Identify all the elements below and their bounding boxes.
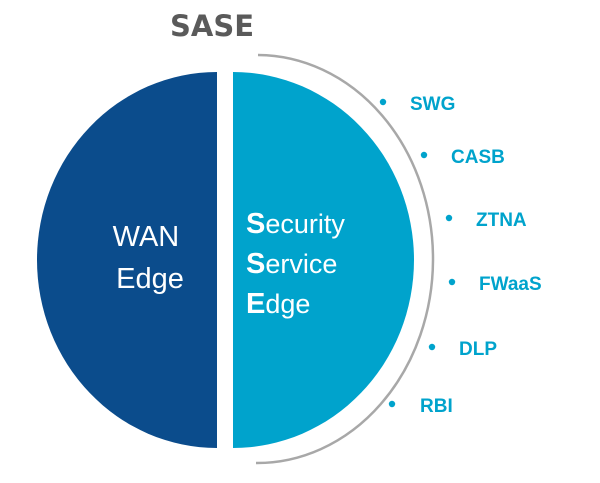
wan-edge-line-1: WAN <box>113 221 180 253</box>
component-ztna: ZTNA <box>476 210 527 231</box>
sse-half-circle <box>233 72 414 448</box>
bullet-icon <box>379 98 387 106</box>
bullet-icon <box>428 343 436 351</box>
sse-rest-1: ecurity <box>265 209 345 239</box>
sse-line-2: Service <box>246 248 337 280</box>
component-dlp: DLP <box>459 339 497 360</box>
sse-line-1: Security <box>246 208 345 240</box>
bullet-icon <box>420 151 428 159</box>
sse-initial-s2: S <box>246 248 265 280</box>
component-rbi: RBI <box>420 396 453 417</box>
component-fwaas: FWaaS <box>479 274 542 295</box>
diagram-title: SASE <box>170 9 254 43</box>
sse-components-list: SWG CASB ZTNA FWaaS DLP RBI <box>379 94 542 417</box>
wan-edge-line-2: Edge <box>116 263 184 295</box>
sse-rest-2: ervice <box>265 249 337 279</box>
sse-rest-3: dge <box>265 289 310 319</box>
sse-initial-s1: S <box>246 208 265 240</box>
bullet-icon <box>445 214 453 222</box>
bullet-icon <box>448 278 456 286</box>
sse-initial-e: E <box>246 288 265 320</box>
wan-edge-label: WAN Edge <box>113 221 188 295</box>
component-swg: SWG <box>410 94 455 115</box>
sse-label: Security Service Edge <box>246 208 352 320</box>
sse-line-3: Edge <box>246 288 310 320</box>
bullet-icon <box>388 400 396 408</box>
wan-edge-half-circle <box>37 72 217 448</box>
sse-bracket-arc <box>255 53 435 465</box>
component-casb: CASB <box>451 147 505 168</box>
